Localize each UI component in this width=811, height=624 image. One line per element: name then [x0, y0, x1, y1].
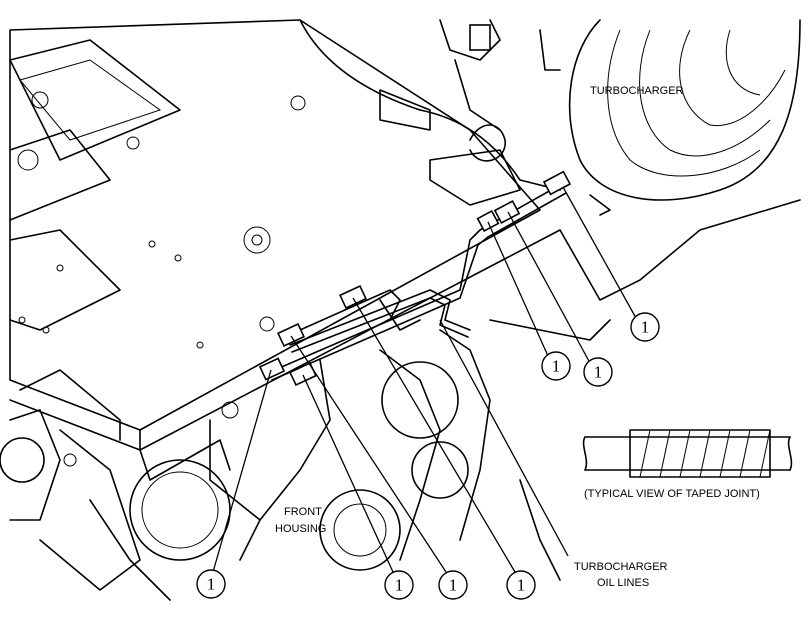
front-housing-label-line2: HOUSING	[275, 523, 326, 535]
callout-number: 1	[395, 576, 404, 595]
callout: 1	[196, 569, 226, 599]
callout-number: 1	[207, 575, 216, 594]
callout-number: 1	[641, 318, 650, 337]
turbocharger-oil-lines	[258, 170, 572, 387]
callout: 1	[630, 312, 660, 342]
oil-lines-label-line1: TURBOCHARGER	[574, 561, 668, 573]
callout: 1	[583, 357, 613, 387]
callout-number: 1	[552, 357, 561, 376]
engine-block	[0, 19, 801, 601]
callout-number: 1	[517, 576, 526, 595]
turbocharger-label: TURBOCHARGER	[590, 85, 684, 97]
leader-lines	[212, 186, 637, 573]
callout: 1	[384, 570, 414, 600]
taped-joint-caption: (TYPICAL VIEW OF TAPED JOINT)	[584, 488, 760, 500]
fitting	[258, 170, 572, 387]
callout-number: 1	[449, 576, 458, 595]
oil-lines-label-line2: OIL LINES	[597, 577, 649, 589]
callout: 1	[541, 351, 571, 381]
turbocharger	[299, 19, 801, 216]
taped-joint-view	[582, 429, 793, 478]
front-housing-label-line1: FRONT	[284, 506, 322, 518]
callout: 1	[438, 570, 468, 600]
callout: 1	[506, 570, 536, 600]
callout-number: 1	[594, 363, 603, 382]
